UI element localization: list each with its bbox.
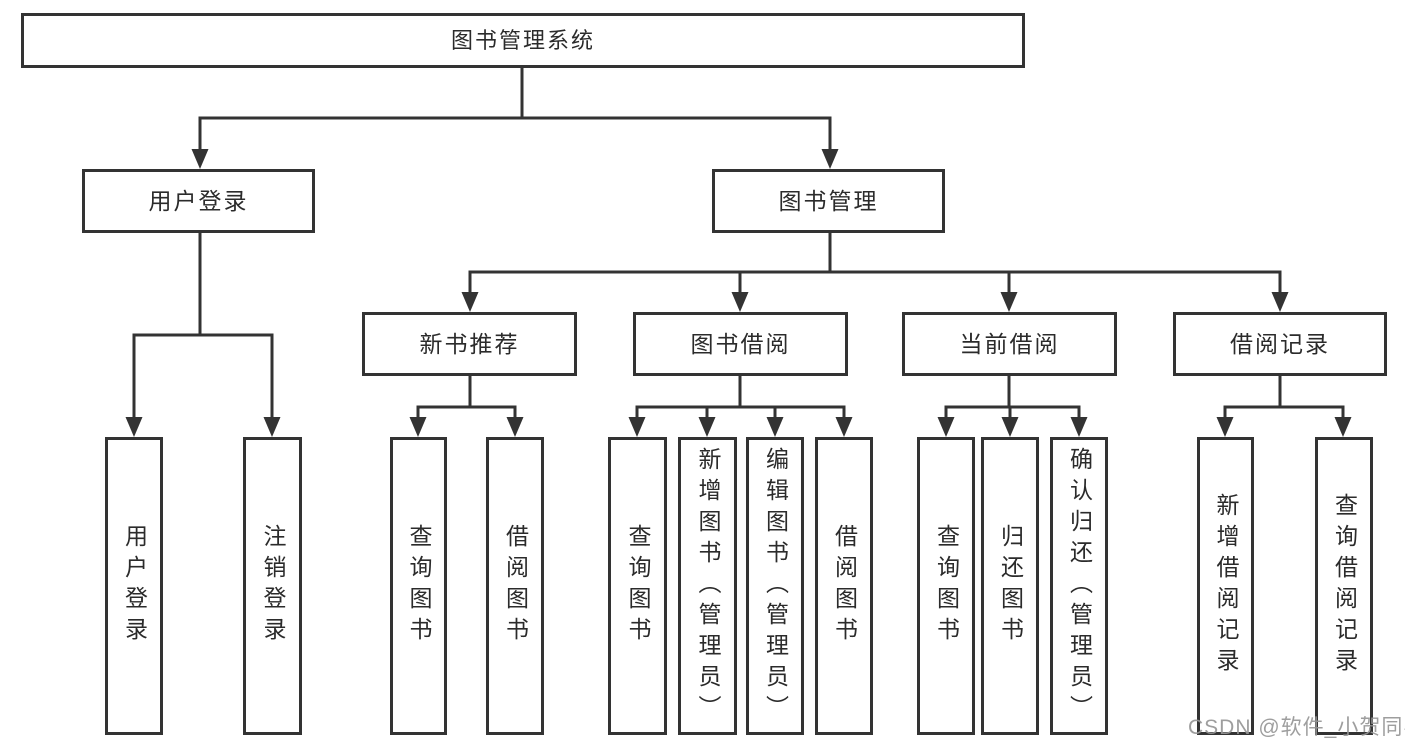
leaf-user-login: 用户登录 (105, 437, 163, 735)
leaf-borrow-books: 借阅图书 (815, 437, 873, 735)
node-current-borrowing: 当前借阅 (902, 312, 1117, 376)
node-user-login: 用户登录 (82, 169, 315, 233)
leaf-borrow-books-recommend: 借阅图书 (486, 437, 544, 735)
watermark-text: CSDN @软件_小贺同学 (1188, 716, 1405, 739)
leaf-query-borrow-record: 查询借阅记录 (1315, 437, 1373, 735)
leaf-query-books-recommend: 查询图书 (390, 437, 447, 735)
leaf-logout: 注销登录 (243, 437, 302, 735)
node-library-management-system: 图书管理系统 (21, 13, 1025, 68)
leaf-add-books-admin: 新增图书（管理员） (678, 437, 737, 735)
leaf-add-borrow-record: 新增借阅记录 (1197, 437, 1254, 735)
node-book-borrowing: 图书借阅 (633, 312, 848, 376)
leaf-return-books: 归还图书 (981, 437, 1039, 735)
leaf-confirm-return-admin: 确认归还（管理员） (1050, 437, 1108, 735)
leaf-edit-books-admin: 编辑图书（管理员） (746, 437, 804, 735)
leaf-query-books-borrow: 查询图书 (608, 437, 667, 735)
node-new-book-recommendation: 新书推荐 (362, 312, 577, 376)
node-book-management: 图书管理 (712, 169, 945, 233)
node-borrowing-records: 借阅记录 (1173, 312, 1387, 376)
leaf-query-books-current: 查询图书 (917, 437, 975, 735)
